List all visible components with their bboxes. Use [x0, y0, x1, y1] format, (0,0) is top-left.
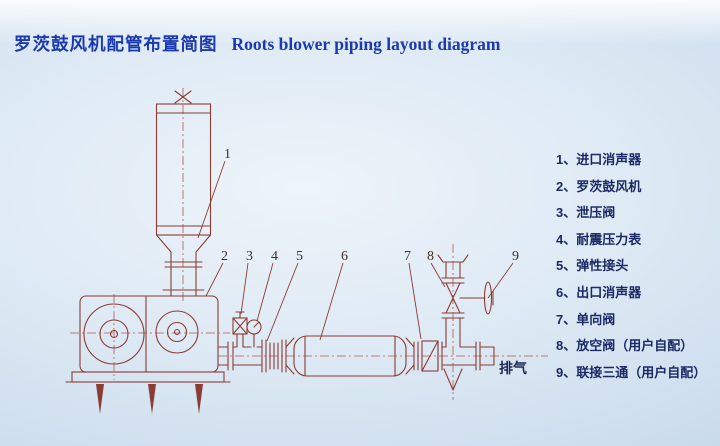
- leader-lines: [197, 160, 514, 342]
- legend-item-8: 8、放空阀（用户自配）: [556, 338, 694, 354]
- callout-8: 8: [427, 249, 434, 264]
- roots-blower: [65, 295, 234, 383]
- legend-item-7: 7、单向阀: [556, 311, 616, 327]
- legend: 1、进口消声器 2、罗茨鼓风机 3、泄压阀 4、耐震压力表 5、弹性接头 6、出…: [556, 147, 706, 386]
- relief-valve: [232, 311, 248, 348]
- callout-9: 9: [512, 249, 519, 264]
- anchor-bolts: [96, 384, 203, 414]
- vent-cap-cross-icon: [174, 90, 192, 104]
- legend-item-9: 9、联接三通（用户自配）: [556, 364, 707, 380]
- pressure-gauge: [246, 319, 262, 348]
- legend-item-5: 5、弹性接头: [556, 258, 629, 274]
- legend-item-1: 1、进口消声器: [556, 152, 642, 167]
- page-title: 罗茨鼓风机配管布置简图 Roots blower piping layout d…: [14, 31, 501, 56]
- vent-valve: [437, 254, 494, 348]
- callout-1: 1: [224, 147, 231, 162]
- exhaust-label: 排气: [499, 360, 527, 376]
- drain-funnel-icon: [443, 368, 463, 391]
- pipe-run: [232, 346, 263, 366]
- callouts: 1 2 3 4 5 6 7 8 9: [221, 147, 519, 264]
- callout-4: 4: [271, 249, 278, 264]
- callout-3: 3: [246, 249, 253, 264]
- drawing: [65, 90, 495, 414]
- callout-5: 5: [296, 249, 303, 264]
- page-title-zh: 罗茨鼓风机配管布置简图: [14, 34, 218, 54]
- flexible-joint: [261, 339, 287, 373]
- outlet-silencer: [285, 335, 415, 377]
- handwheel-icon: [483, 281, 493, 315]
- page-title-en: Roots blower piping layout diagram: [231, 34, 501, 54]
- legend-item-6: 6、出口消声器: [556, 284, 642, 300]
- legend-item-3: 3、泄压阀: [556, 205, 616, 221]
- callout-6: 6: [341, 249, 348, 264]
- connecting-tee: [441, 341, 495, 391]
- callout-7: 7: [404, 249, 411, 264]
- check-valve: [413, 340, 443, 372]
- callout-2: 2: [221, 249, 228, 264]
- legend-item-2: 2、罗茨鼓风机: [556, 178, 642, 194]
- legend-item-4: 4、耐震压力表: [556, 231, 642, 247]
- inlet-silencer: [155, 90, 212, 297]
